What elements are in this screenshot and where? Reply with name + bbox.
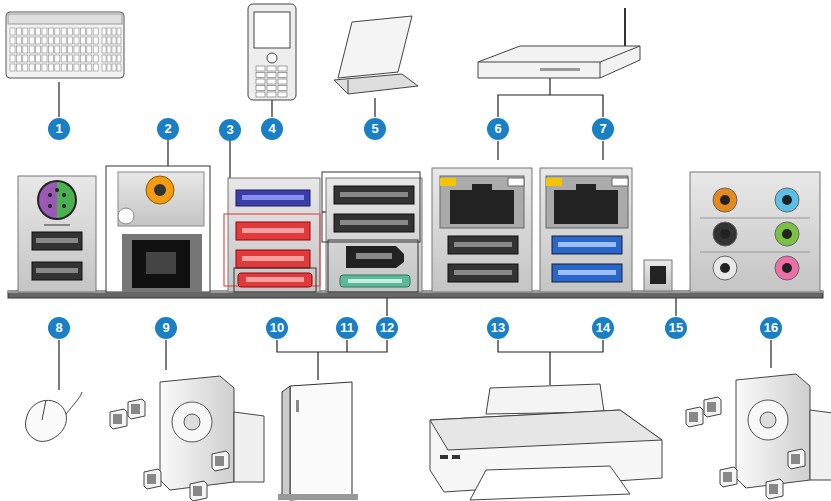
callout-number: 7 xyxy=(592,118,614,140)
callout-number: 11 xyxy=(336,317,358,339)
callout-number: 8 xyxy=(48,317,70,339)
callout-number: 3 xyxy=(219,119,241,141)
callout-number: 9 xyxy=(155,317,177,339)
callout-number: 13 xyxy=(487,317,509,339)
callout-number: 15 xyxy=(665,317,687,339)
callout-number: 5 xyxy=(364,118,386,140)
callout-number: 1 xyxy=(48,118,70,140)
callout-number: 16 xyxy=(760,317,782,339)
callout-number: 6 xyxy=(487,118,509,140)
callout-number: 2 xyxy=(157,118,179,140)
callout-number: 10 xyxy=(266,317,288,339)
callout-number: 12 xyxy=(376,317,398,339)
callout-number: 14 xyxy=(592,317,614,339)
callout-number: 4 xyxy=(261,118,283,140)
